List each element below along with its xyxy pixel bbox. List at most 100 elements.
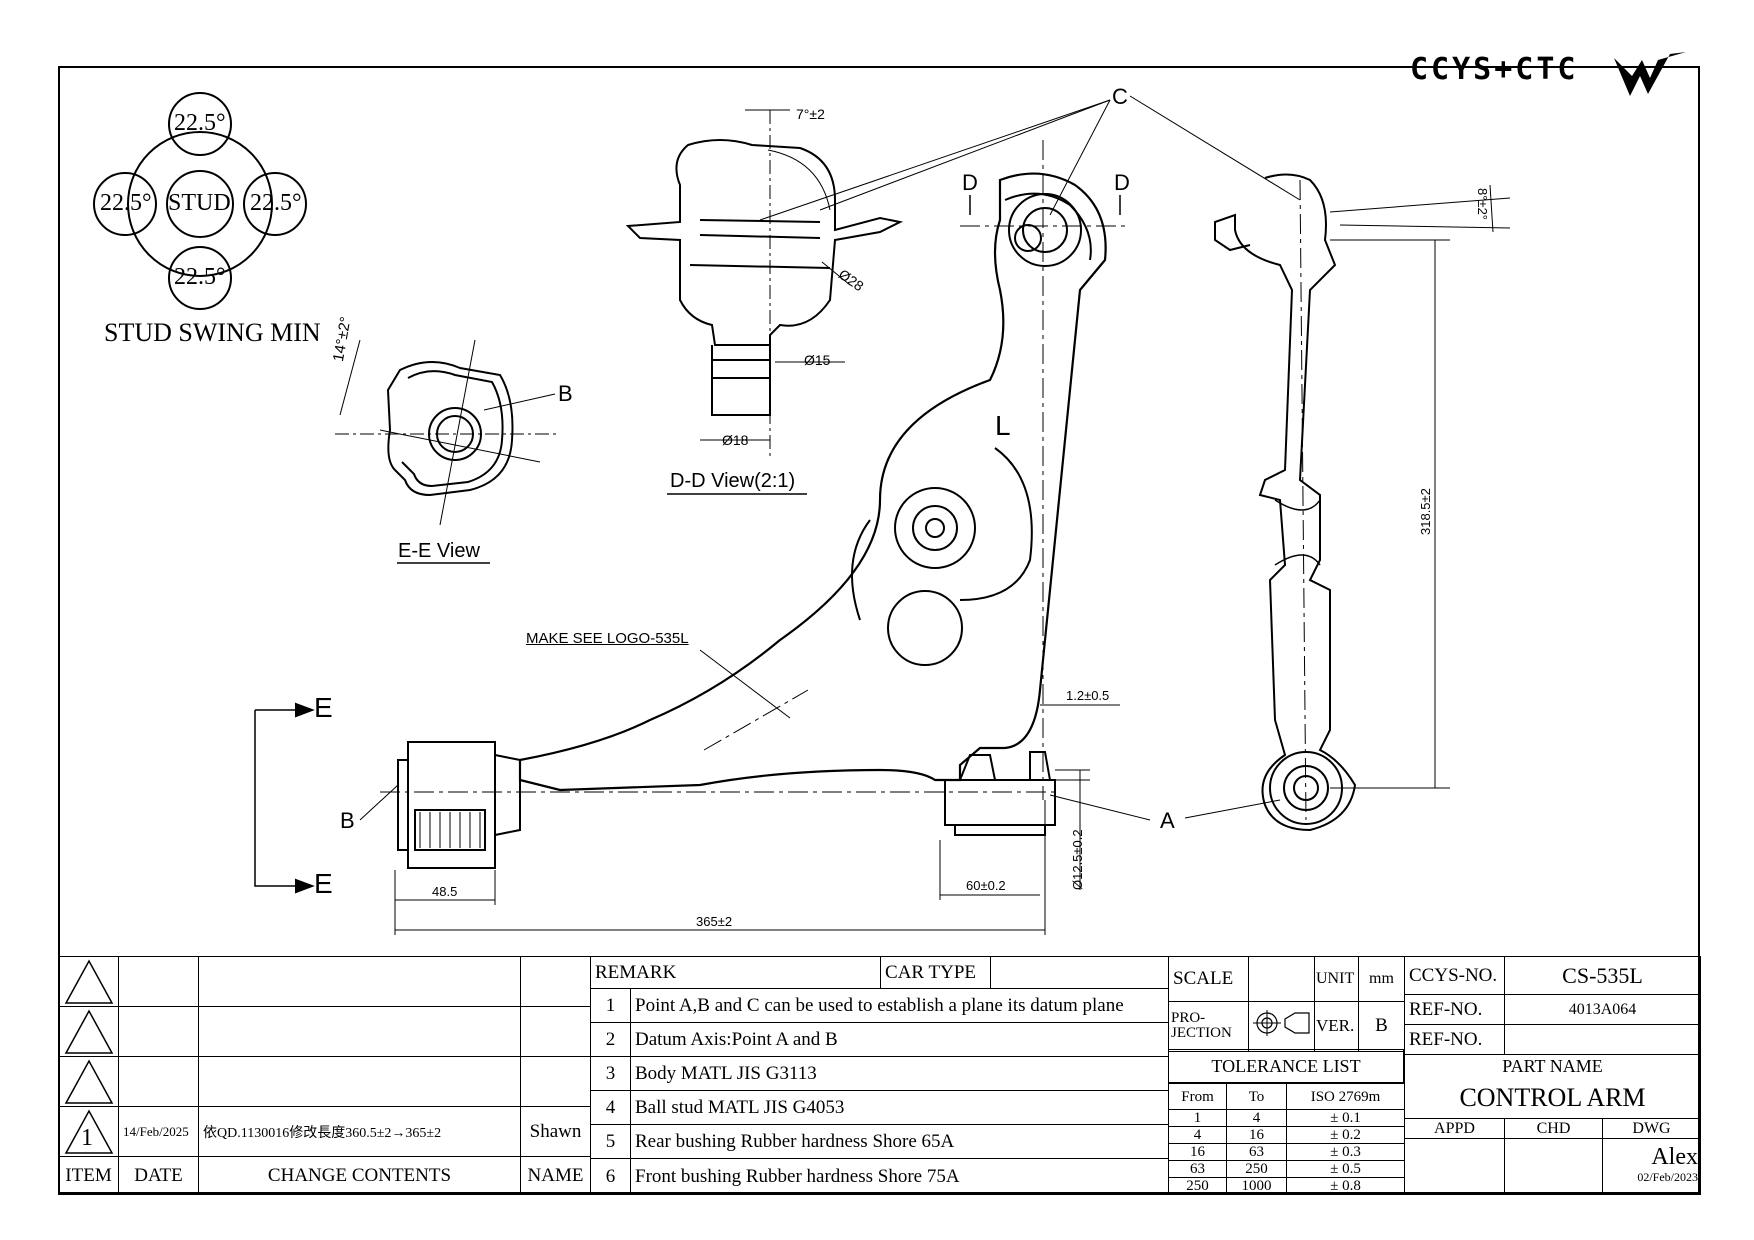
revision-row: [58, 956, 591, 1007]
logo-note: MAKE SEE LOGO-535L: [526, 630, 689, 647]
dim-bush-dia: Ø12.5±0.2: [1070, 829, 1085, 890]
label-d-right: D: [1114, 170, 1130, 195]
dd-dia-18: Ø18: [722, 432, 749, 448]
ee-view-drawing: [335, 339, 560, 564]
ee-point-b: B: [558, 381, 573, 406]
control-arm-side-view: [1214, 173, 1511, 832]
ver-value: B: [1358, 1000, 1405, 1053]
revision-triangle-icon: [64, 1008, 113, 1054]
revision-item-cell: 1: [58, 1106, 119, 1157]
swing-center-circle: [166, 170, 234, 238]
dim-length: 365±2: [696, 914, 733, 929]
swing-angle-right: 22.5°: [250, 190, 302, 216]
label-b: B: [340, 808, 355, 833]
swing-angle-left: 22.5°: [100, 190, 152, 216]
tol-header-from: From: [1168, 1083, 1227, 1110]
tol-header-to: To: [1226, 1083, 1287, 1110]
scale-label: SCALE: [1168, 956, 1249, 1002]
dim-front: 48.5: [432, 884, 458, 899]
ccys-no-value: CS-535L: [1504, 956, 1701, 995]
unit-label: UNIT: [1314, 956, 1359, 1002]
car-type-label: CAR TYPE: [880, 956, 992, 989]
label-c: C: [1112, 84, 1128, 109]
revision-table: 1 14/Feb/2025 依QD.1130016修改長度360.5±2→365…: [58, 956, 591, 1195]
header-name: NAME: [520, 1156, 591, 1195]
swing-angle-bottom: 22.5°: [174, 264, 226, 290]
specs-table: SCALE UNIT mm PRO- JECTION VER. B: [1168, 956, 1405, 1053]
scale-value: [1248, 956, 1315, 1002]
header-contents: CHANGE CONTENTS: [198, 1156, 521, 1195]
label-a: A: [1160, 808, 1175, 833]
part-name-label: PART NAME: [1404, 1054, 1701, 1079]
car-type-value: [990, 956, 1170, 989]
logo-mark-icon: [1614, 52, 1686, 96]
swing-center-label: STUD: [168, 190, 231, 216]
logo-text: CCYS+CTC: [1410, 52, 1579, 87]
side-angle: 8°±2°: [1475, 188, 1490, 220]
title-block: CCYS-NO. CS-535L REF-NO. 4013A064 REF-NO…: [1404, 956, 1701, 1195]
revision-row: 1 14/Feb/2025 依QD.1130016修改長度360.5±2→365…: [58, 1106, 591, 1157]
ee-view-title: E-E View: [398, 540, 480, 562]
revision-item-cell: [58, 1006, 119, 1057]
dim-bush-width: 60±0.2: [966, 878, 1006, 893]
dd-view-drawing: [625, 109, 904, 495]
revision-header-row: ITEM DATE CHANGE CONTENTS NAME: [58, 1156, 591, 1195]
ref-no-label-2: REF-NO.: [1404, 1024, 1505, 1055]
chd-value: [1504, 1138, 1603, 1195]
ver-label: VER.: [1314, 1000, 1359, 1053]
label-e-bottom: E: [314, 868, 333, 899]
swing-outer-circle: [127, 131, 273, 277]
tol-header-iso: ISO 2769m: [1286, 1083, 1405, 1110]
ccys-no-label: CCYS-NO.: [1404, 956, 1505, 995]
ref-no-value-2: [1504, 1024, 1701, 1055]
header-item: ITEM: [58, 1156, 119, 1195]
third-angle-projection-icon: [1253, 1010, 1310, 1037]
control-arm-top-view: [254, 95, 1301, 935]
stud-swing-caption: STUD SWING MIN: [104, 318, 321, 347]
revision-triangle-icon: [64, 958, 113, 1004]
appd-label: APPD: [1404, 1118, 1505, 1139]
tolerance-title: TOLERANCE LIST: [1168, 1049, 1404, 1083]
dwg-label: DWG: [1602, 1118, 1701, 1139]
revision-row: [58, 1056, 591, 1107]
label-d-left: D: [962, 170, 978, 195]
dwg-value: Alex 02/Feb/2023: [1602, 1138, 1701, 1195]
ref-no-value-1: 4013A064: [1504, 994, 1701, 1025]
company-logo: CCYS+CTC: [1410, 44, 1690, 104]
side-height: 318.5±2: [1418, 488, 1433, 535]
header-date: DATE: [118, 1156, 199, 1195]
revision-item-cell: [58, 1056, 119, 1107]
revision-row: [58, 1006, 591, 1057]
dd-dia-15: Ø15: [804, 352, 831, 368]
dd-view-title: D-D View(2:1): [670, 470, 796, 492]
remark-label: REMARK: [589, 956, 882, 989]
revision-triangle-icon: [64, 1108, 113, 1154]
appd-value: [1404, 1138, 1505, 1195]
swing-angle-top: 22.5°: [174, 110, 226, 136]
dwg-name: Alex: [1651, 1143, 1698, 1170]
revision-triangle-icon: [64, 1058, 113, 1104]
part-name: CONTROL ARM: [1404, 1078, 1701, 1119]
revision-item-cell: [58, 956, 119, 1007]
drawing-canvas: [93, 92, 1511, 935]
unit-value: mm: [1358, 956, 1405, 1002]
projection-symbol: [1248, 1000, 1315, 1053]
projection-label: PRO- JECTION: [1168, 1000, 1249, 1053]
dwg-date: 02/Feb/2023: [1637, 1169, 1698, 1184]
chd-label: CHD: [1504, 1118, 1603, 1139]
label-e-top: E: [314, 692, 333, 723]
dim-offset: 1.2±0.5: [1066, 688, 1110, 703]
ref-no-label-1: REF-NO.: [1404, 994, 1505, 1025]
